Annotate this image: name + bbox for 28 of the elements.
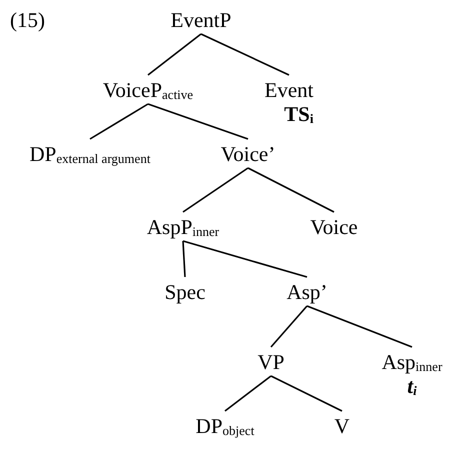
tree-branch <box>182 240 186 278</box>
category-label: Asp’ <box>286 280 328 304</box>
category-label: V <box>334 414 350 438</box>
category-label: Voice <box>310 215 358 239</box>
category-label: DP$_{external argument}$ <box>30 142 150 166</box>
tree-branch <box>90 103 148 140</box>
tree-branch <box>148 103 248 140</box>
category-label: AspP$_{inner}$ <box>146 215 220 239</box>
tree-branch <box>306 305 412 348</box>
tree-branch <box>224 375 272 412</box>
tree-branch <box>248 167 334 213</box>
category-label: Voice’ <box>220 142 276 166</box>
tree-branch <box>270 305 308 348</box>
tree-branch <box>182 240 308 278</box>
category-label: VP <box>258 350 284 374</box>
index-label: t$_{i}$ <box>407 374 417 398</box>
tree-branch <box>270 375 342 412</box>
category-label: EventP <box>170 8 232 32</box>
tree-branch <box>200 33 290 76</box>
category-label: Asp$_{inner}$ <box>382 350 442 374</box>
category-label: DP$_{object}$ <box>196 414 254 438</box>
tree-branch <box>148 33 202 76</box>
category-label: Spec <box>164 280 206 304</box>
category-label: VoiceP$_{active}$ <box>102 78 194 102</box>
tree-branch <box>182 167 248 213</box>
index-label: TS$_{i}$ <box>284 102 314 126</box>
example-number: (15) <box>10 8 45 32</box>
category-label: Event <box>264 78 314 102</box>
